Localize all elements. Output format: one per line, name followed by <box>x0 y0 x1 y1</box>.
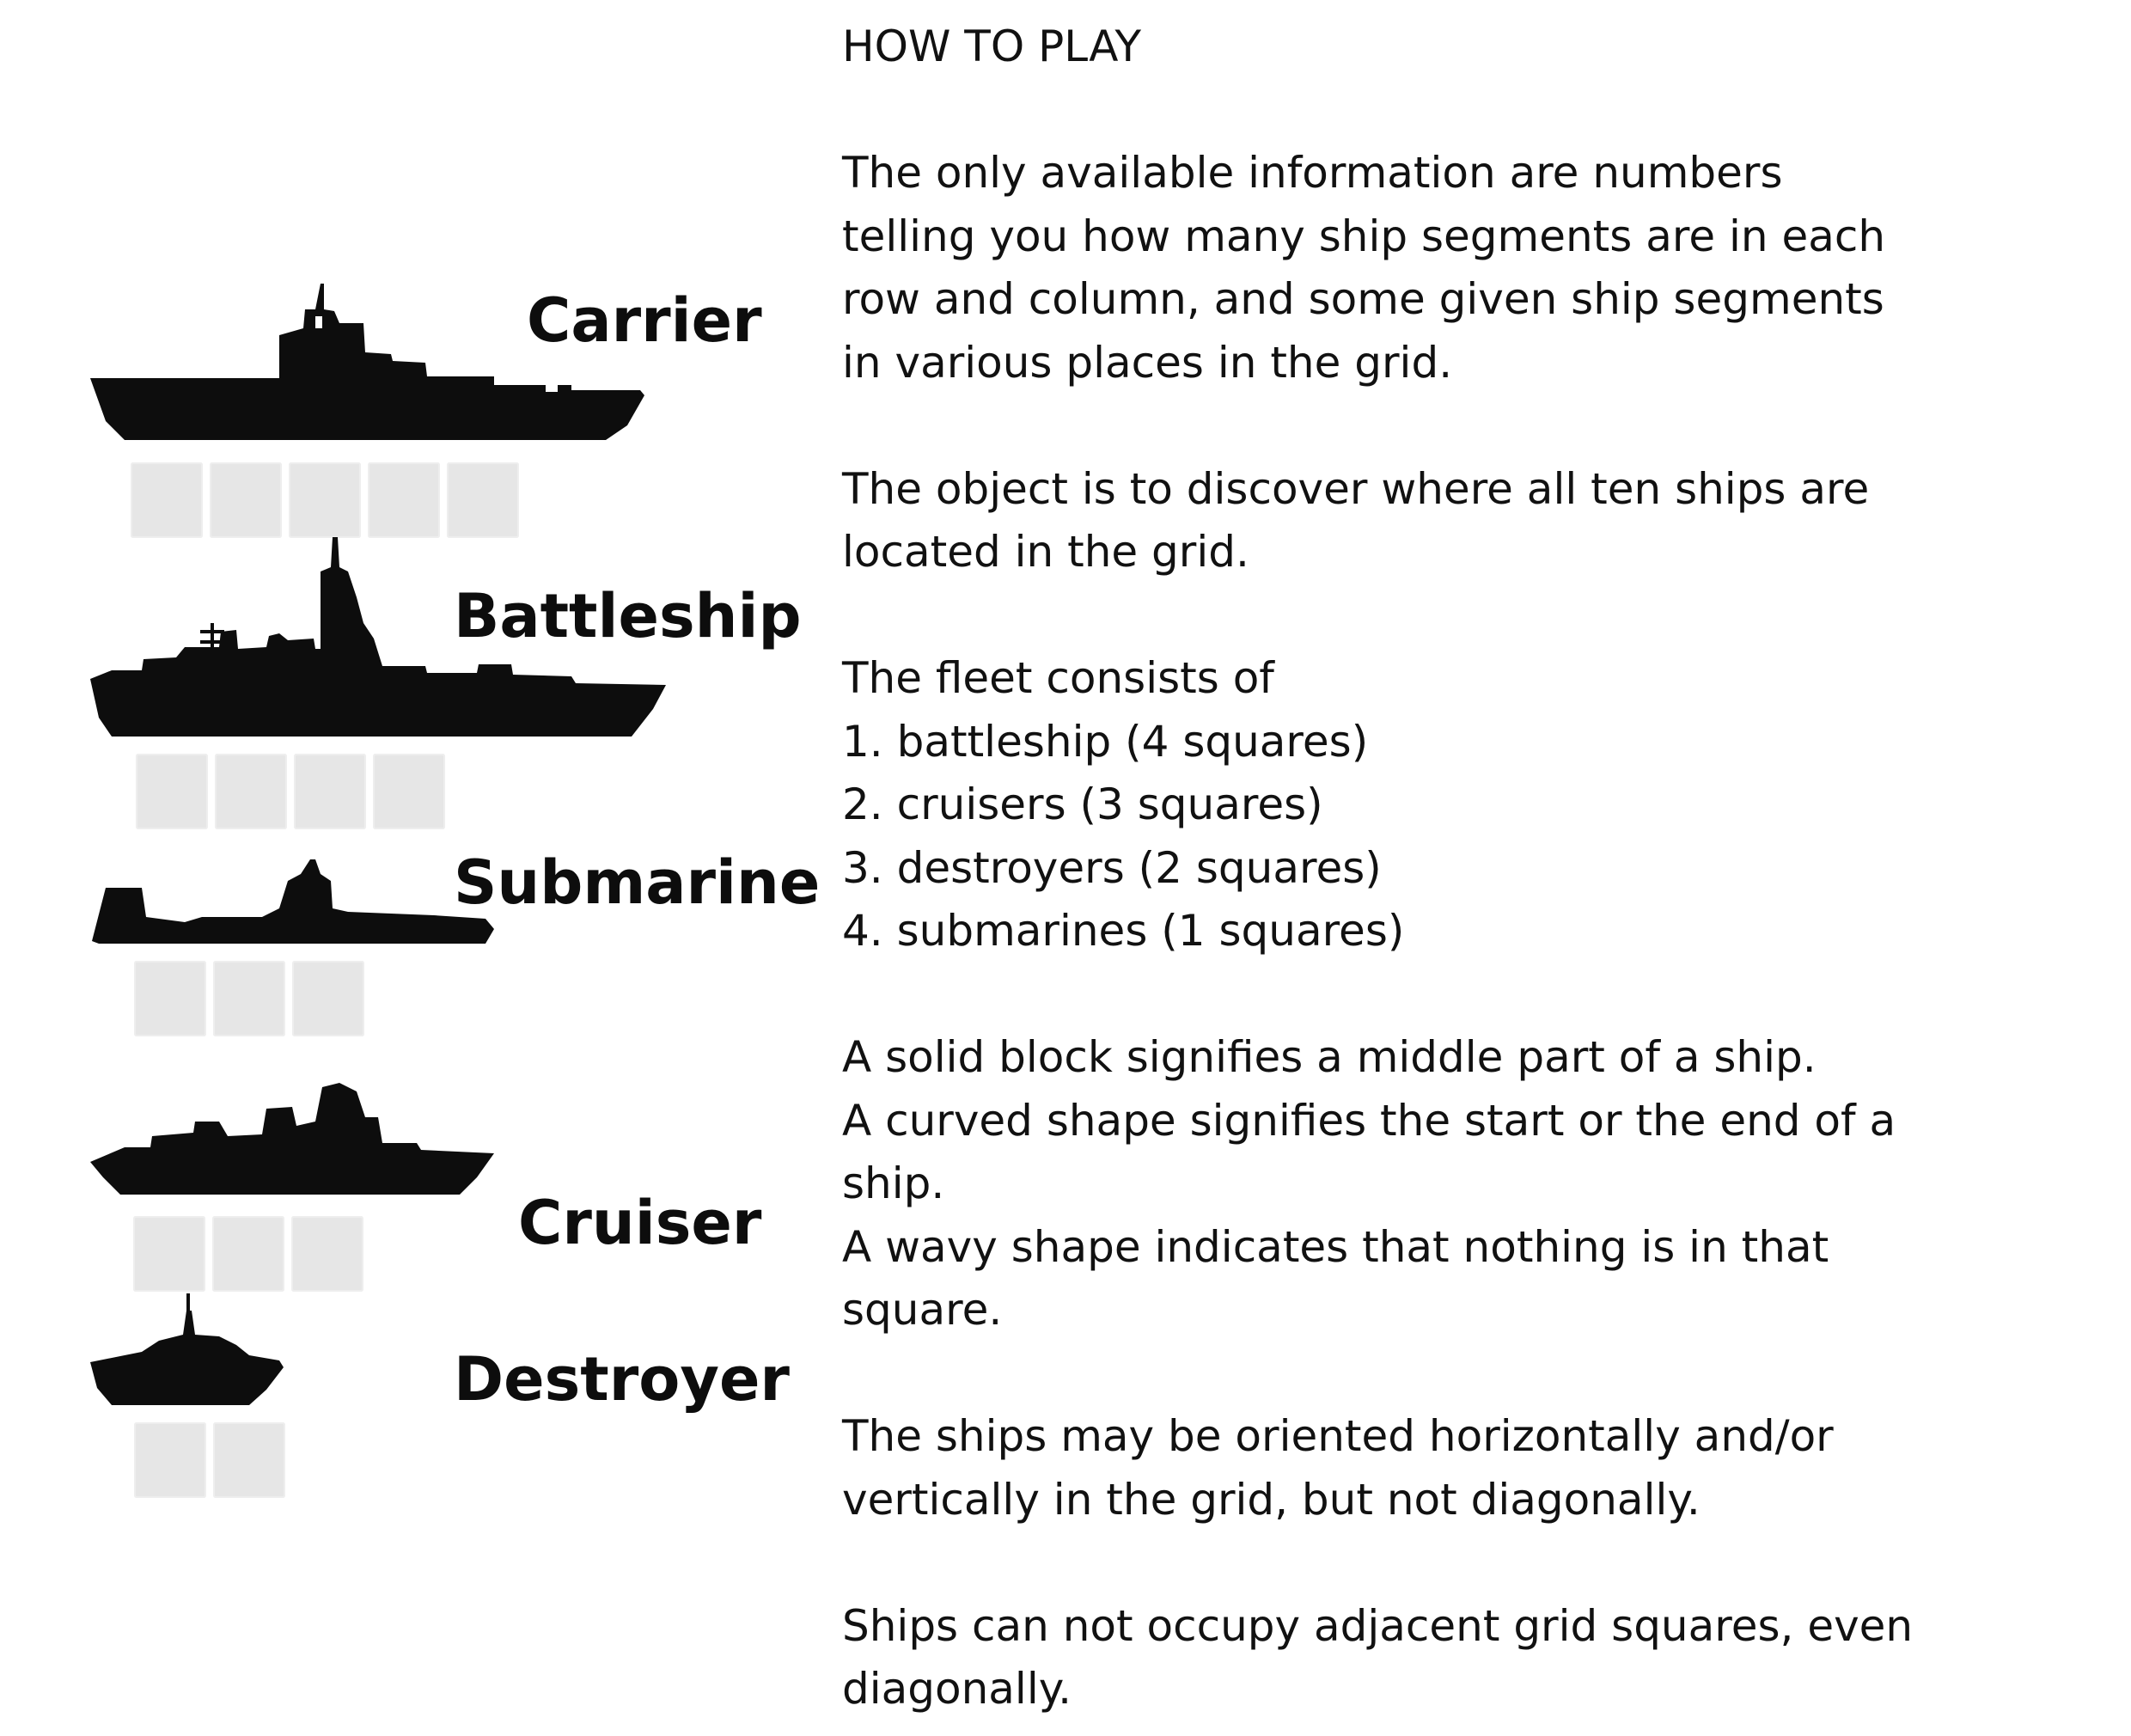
intro-line: telling you how many ship segments are i… <box>842 211 1886 261</box>
intro-line: in various places in the grid. <box>842 337 1453 388</box>
fleet-list-item: 1. battleship (4 squares) <box>842 716 1369 767</box>
destroyer-cell <box>213 1422 285 1498</box>
fleet-list-item: 2. cruisers (3 squares) <box>842 779 1323 829</box>
instructions-panel: HOW TO PLAY The only available informati… <box>842 15 2045 1721</box>
cruiser-cell <box>291 1216 363 1292</box>
shapes-line: A curved shape signifies the start or th… <box>842 1095 1896 1146</box>
intro-line: The only available information are numbe… <box>842 148 1783 198</box>
ship-name-carrier: Carrier <box>527 285 762 356</box>
carrier-cell <box>447 462 519 538</box>
destroyer-silhouette-icon <box>90 1293 288 1409</box>
battleship-cell <box>373 754 445 829</box>
battleship-silhouette-icon <box>90 537 666 743</box>
ship-name-submarine: Submarine <box>454 847 821 918</box>
adjacency-line: diagonally. <box>842 1664 1072 1714</box>
battleship-cell <box>215 754 287 829</box>
battleship-cell <box>136 754 208 829</box>
carrier-cell <box>131 462 203 538</box>
ship-name-battleship: Battleship <box>454 581 802 651</box>
shapes-line: square. <box>842 1285 1003 1335</box>
submarine-cells <box>134 961 364 1036</box>
battleship-cells <box>136 754 445 829</box>
carrier-cell <box>368 462 440 538</box>
cruiser-cell <box>212 1216 284 1292</box>
submarine-cell <box>213 961 285 1036</box>
ship-name-destroyer: Destroyer <box>454 1344 790 1415</box>
shapes-line: A wavy shape indicates that nothing is i… <box>842 1221 1829 1272</box>
submarine-cell <box>134 961 206 1036</box>
instructions-heading: HOW TO PLAY <box>842 21 1142 71</box>
objective-line: located in the grid. <box>842 527 1249 577</box>
carrier-cell <box>289 462 361 538</box>
destroyer-cells <box>134 1422 285 1498</box>
ship-name-cruiser: Cruiser <box>518 1188 762 1258</box>
intro-line: row and column, and some given ship segm… <box>842 274 1884 324</box>
adjacency-line: Ships can not occupy adjacent grid squar… <box>842 1600 1914 1651</box>
orientation-line: vertically in the grid, but not diagonal… <box>842 1474 1701 1525</box>
fleet-list-item: 3. destroyers (2 squares) <box>842 842 1382 893</box>
orientation-line: The ships may be oriented horizontally a… <box>842 1411 1834 1461</box>
carrier-cell <box>210 462 282 538</box>
cruiser-cells <box>133 1216 363 1292</box>
submarine-silhouette-icon <box>90 855 503 950</box>
cruiser-cell <box>133 1216 205 1292</box>
objective-line: The object is to discover where all ten … <box>842 463 1870 514</box>
submarine-cell <box>292 961 364 1036</box>
carrier-cells <box>131 462 519 538</box>
shapes-line: A solid block signifies a middle part of… <box>842 1032 1817 1082</box>
fleet-intro: The fleet consists of <box>842 653 1274 703</box>
shapes-line: ship. <box>842 1158 945 1208</box>
battleship-cell <box>294 754 366 829</box>
destroyer-cell <box>134 1422 206 1498</box>
fleet-list-item: 4. submarines (1 squares) <box>842 906 1405 956</box>
cruiser-silhouette-icon <box>90 1083 494 1203</box>
carrier-silhouette-icon <box>90 275 644 447</box>
